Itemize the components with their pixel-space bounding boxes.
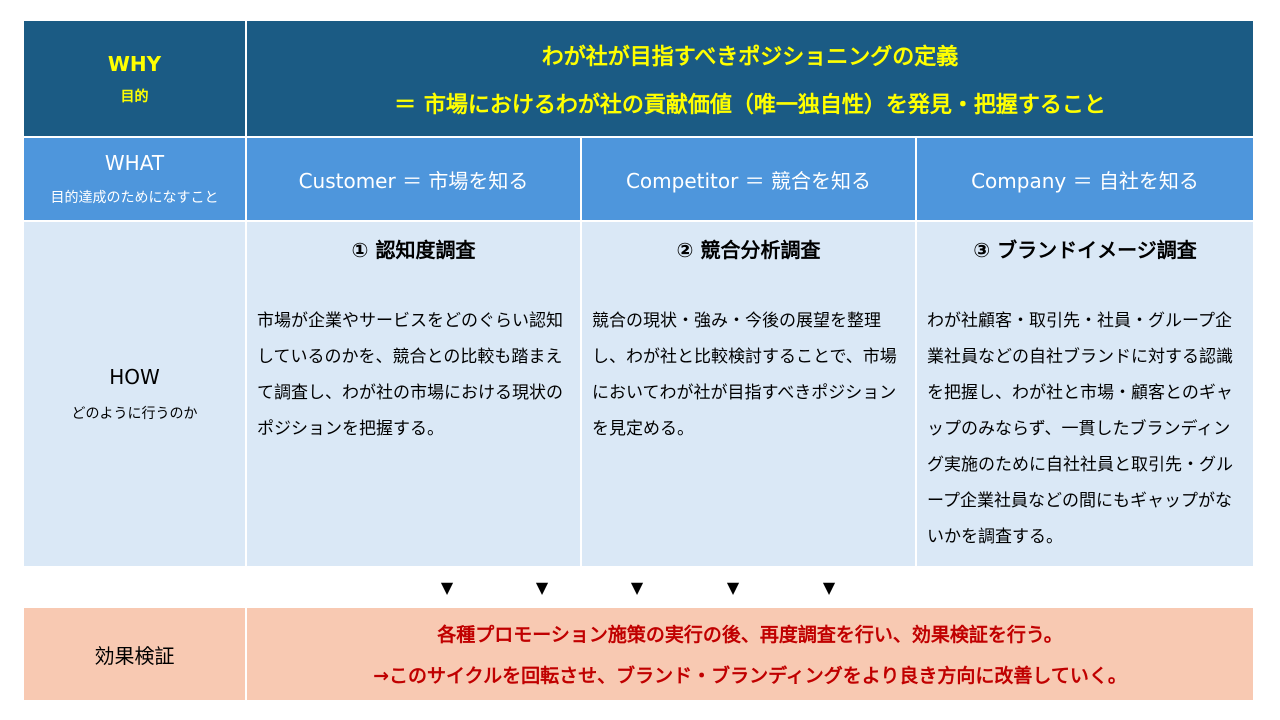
down-arrow-icon: ▼ <box>726 578 740 597</box>
effect-line-2: →このサイクルを回転させ、ブランド・ブランディングをより良き方向に改善していく。 <box>373 665 1127 687</box>
how-awareness-text: 市場が企業やサービスをどのぐらい認知しているのかを、競合との比較も踏まえて調査し… <box>257 311 563 439</box>
effect-content: 各種プロモーション施策の実行の後、再度調査を行い、効果検証を行う。 →このサイク… <box>247 608 1253 700</box>
down-arrow-icon: ▼ <box>440 578 454 597</box>
how-label: HOW <box>109 365 160 389</box>
down-arrow-icon: ▼ <box>630 578 644 597</box>
what-label-cell: WHAT 目的達成のためになすこと <box>24 136 247 220</box>
what-company: Company ＝ 自社を知る <box>917 136 1253 220</box>
why-line-1: わが社が目指すべきポジショニングの定義 <box>541 44 959 70</box>
why-label-cell: WHY 目的 <box>24 21 247 136</box>
what-competitor: Competitor ＝ 競合を知る <box>582 136 917 220</box>
effect-line-1: 各種プロモーション施策の実行の後、再度調査を行い、効果検証を行う。 <box>437 624 1063 646</box>
why-content-cell: わが社が目指すべきポジショニングの定義 ＝ 市場におけるわが社の貢献価値（唯一独… <box>247 21 1253 136</box>
how-brand-text: わが社顧客・取引先・社員・グループ企業社員などの自社ブランドに対する認識を把握し… <box>927 311 1233 547</box>
how-awareness-survey: ① 認知度調査 市場が企業やサービスをどのぐらい認知しているのかを、競合との比較… <box>247 220 582 566</box>
flow-arrows: ▼ ▼ ▼ ▼ ▼ <box>0 578 1280 604</box>
how-sublabel: どのように行うのか <box>71 406 198 422</box>
why-line-2: ＝ 市場におけるわが社の貢献価値（唯一独自性）を発見・把握すること <box>394 92 1106 118</box>
how-competitor-analysis: ② 競合分析調査 競合の現状・強み・今後の展望を整理し、わが社と比較検討すること… <box>582 220 917 566</box>
framework-table: WHY 目的 わが社が目指すべきポジショニングの定義 ＝ 市場におけるわが社の貢… <box>24 21 1253 566</box>
how-brand-image-survey: ③ ブランドイメージ調査 わが社顧客・取引先・社員・グループ企業社員などの自社ブ… <box>917 220 1253 566</box>
how-brand-title: ③ ブランドイメージ調査 <box>973 238 1197 262</box>
effect-verification-row: 効果検証 各種プロモーション施策の実行の後、再度調査を行い、効果検証を行う。 →… <box>24 608 1253 700</box>
effect-label: 効果検証 <box>24 608 247 700</box>
down-arrow-icon: ▼ <box>535 578 549 597</box>
what-customer: Customer ＝ 市場を知る <box>247 136 582 220</box>
how-awareness-title: ① 認知度調査 <box>351 238 476 262</box>
how-competitor-text: 競合の現状・強み・今後の展望を整理し、わが社と比較検討することで、市場においてわ… <box>592 311 897 439</box>
down-arrow-icon: ▼ <box>822 578 836 597</box>
what-label: WHAT <box>104 151 165 175</box>
why-label: WHY <box>107 51 162 76</box>
what-sublabel: 目的達成のためになすこと <box>50 190 219 206</box>
how-label-cell: HOW どのように行うのか <box>24 220 247 566</box>
why-sublabel: 目的 <box>120 88 149 105</box>
how-competitor-title: ② 競合分析調査 <box>676 238 821 262</box>
